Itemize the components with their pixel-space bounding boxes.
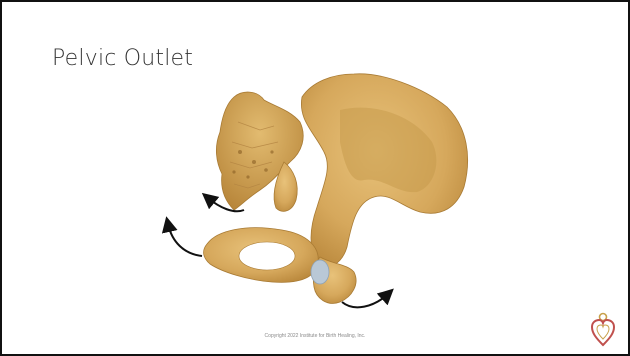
copyright-text: Copyright 2022 Institute for Birth Heali… [2,333,628,339]
arrow-left [168,224,202,256]
heart-logo-icon [590,311,616,347]
symphysis-cartilage [311,260,329,284]
